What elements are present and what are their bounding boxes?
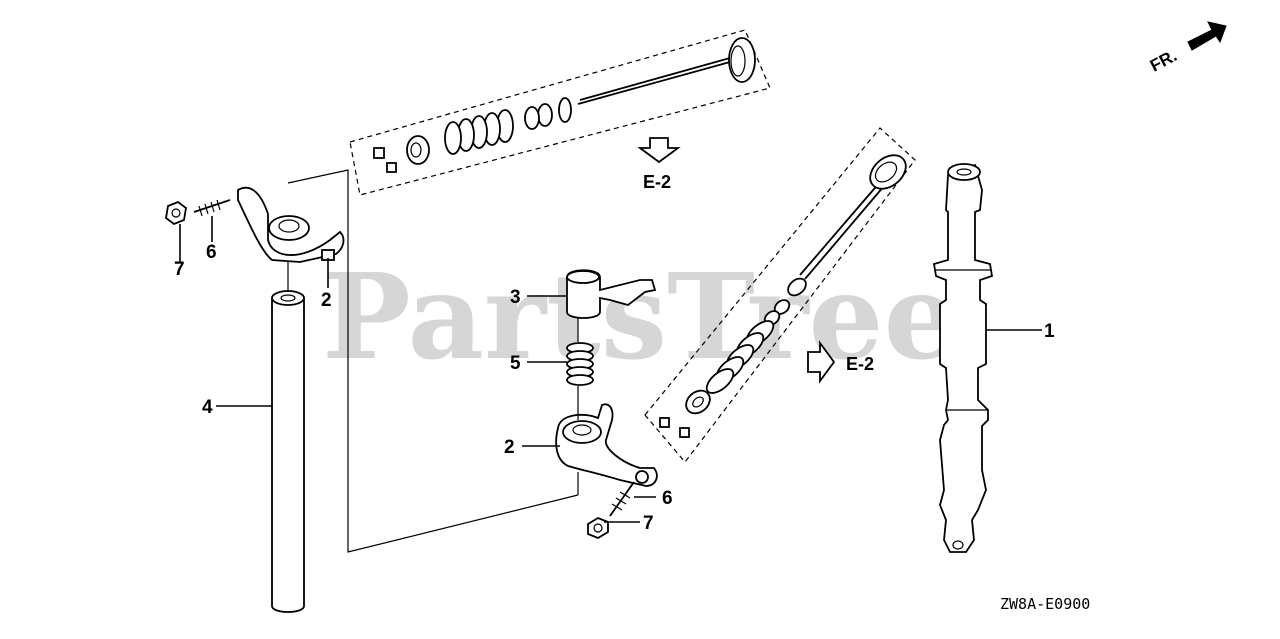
callout-5: 5 <box>510 353 521 374</box>
left-adjuster-screw <box>193 199 231 217</box>
mid-lock-nut <box>587 516 609 540</box>
ref-arrow-upper <box>637 137 681 164</box>
callout-1: 1 <box>1044 321 1055 342</box>
rocker-arm-part3 <box>566 269 657 319</box>
mid-adjuster-screw <box>609 481 635 517</box>
callout-6-left: 6 <box>206 242 217 263</box>
upper-valve-assembly <box>349 29 771 196</box>
diagram-code: ZW8A-E0900 <box>1000 595 1090 613</box>
lower-valve-assembly <box>644 127 916 463</box>
callout-4: 4 <box>202 397 213 418</box>
leader-lines <box>179 216 1042 523</box>
ref-label-right: E-2 <box>846 354 874 374</box>
callout-3: 3 <box>510 287 521 308</box>
callout-2-mid: 2 <box>504 437 515 458</box>
rocker-shaft-tube <box>271 290 305 613</box>
front-direction-label: FR. <box>1147 46 1180 76</box>
ref-arrow-right <box>807 340 836 384</box>
callout-7-left: 7 <box>174 259 185 280</box>
camshaft <box>932 163 994 553</box>
front-direction-arrow <box>1187 21 1227 51</box>
callout-2-left: 2 <box>321 290 332 311</box>
callout-6-mid: 6 <box>662 488 673 509</box>
callout-7-mid: 7 <box>643 513 654 534</box>
spring-part5 <box>566 342 594 386</box>
left-lock-nut <box>165 200 187 226</box>
assembly-guide-lines <box>287 169 579 553</box>
rocker-arm-part2-mid <box>555 403 658 487</box>
watermark-text: PartsTree <box>322 247 959 386</box>
ref-label-upper: E-2 <box>643 172 671 192</box>
left-rocker-arm <box>237 186 345 263</box>
